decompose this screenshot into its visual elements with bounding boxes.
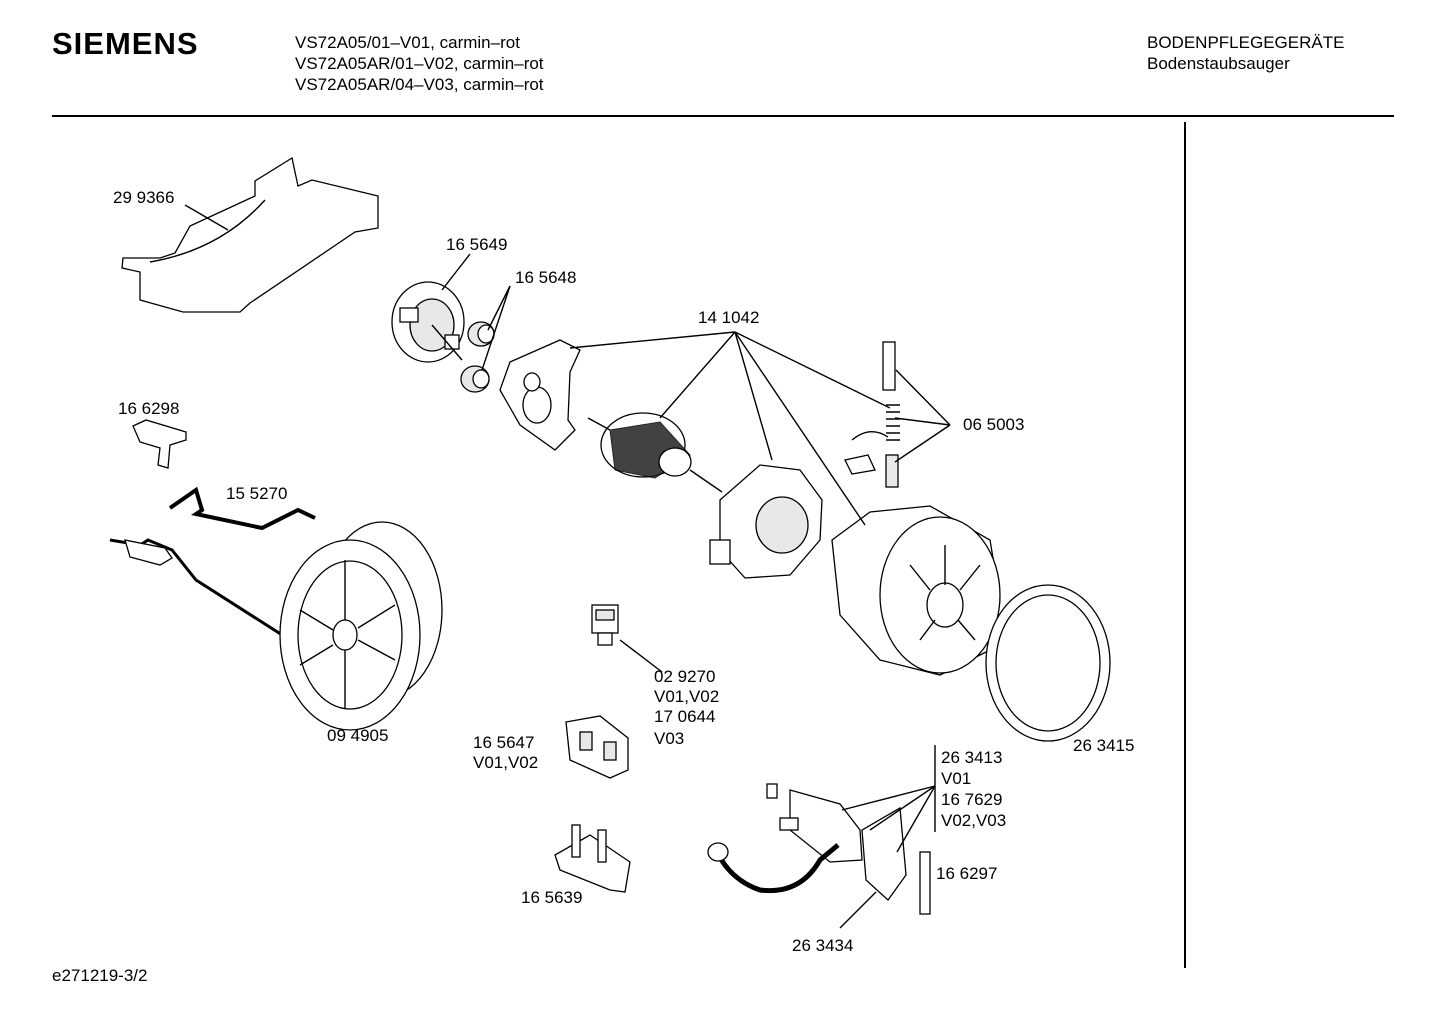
- label-065003: 06 5003: [963, 415, 1024, 434]
- bracket-part: [499, 339, 581, 451]
- holder-part: [554, 824, 631, 893]
- category-subtitle: Bodenstaubsauger: [1147, 54, 1290, 73]
- leader-lines: [184, 204, 951, 929]
- plate-part: [121, 156, 379, 313]
- switch-part: [591, 604, 619, 646]
- wire-spring-part: [168, 486, 316, 531]
- label-v0102-b: V01,V02: [473, 753, 538, 772]
- label-155270: 15 5270: [226, 484, 287, 503]
- label-165647: 16 5647: [473, 733, 534, 752]
- label-166297: 16 6297: [936, 864, 997, 883]
- clamp-part: [132, 419, 187, 469]
- model-line: VS72A05/01–V01, carmin–rot: [295, 33, 520, 52]
- label-167629: 16 7629: [941, 790, 1002, 809]
- bearing-part: [460, 321, 495, 393]
- carbon-brush-part: [844, 341, 900, 488]
- label-165639: 16 5639: [521, 888, 582, 907]
- circuit-board-part: [707, 783, 931, 915]
- label-299366: 29 9366: [113, 188, 174, 207]
- label-141042: 14 1042: [698, 308, 759, 327]
- label-165648: 16 5648: [515, 268, 576, 287]
- brand-logo: SIEMENS: [52, 26, 199, 61]
- motor-housing-part: [831, 505, 1001, 676]
- category-title: BODENPFLEGEGERÄTE: [1147, 33, 1345, 52]
- drawing-id: e271219-3/2: [52, 966, 148, 985]
- label-263415: 26 3415: [1073, 736, 1134, 755]
- label-094905: 09 4905: [327, 726, 388, 745]
- label-v01: V01: [941, 769, 971, 788]
- label-263434: 26 3434: [792, 936, 853, 955]
- label-166298: 16 6298: [118, 399, 179, 418]
- label-263413: 26 3413: [941, 748, 1002, 767]
- label-v0102-a: V01,V02: [654, 687, 719, 706]
- category-block: BODENPFLEGEGERÄTE Bodenstaubsauger: [1147, 32, 1344, 74]
- label-165649: 16 5649: [446, 235, 507, 254]
- label-029270: 02 9270: [654, 667, 715, 686]
- socket-part: [565, 715, 629, 779]
- cord-reel-part: [109, 521, 443, 731]
- seal-ring-part: [985, 584, 1111, 742]
- label-170644: 17 0644: [654, 707, 715, 726]
- header-divider: [52, 115, 1394, 117]
- armature-part: [587, 412, 723, 493]
- label-v0203: V02,V03: [941, 811, 1006, 830]
- label-v03: V03: [654, 729, 684, 748]
- side-divider: [1184, 122, 1186, 968]
- stator-part: [709, 464, 823, 579]
- model-list: VS72A05/01–V01, carmin–rot VS72A05AR/01–…: [295, 32, 544, 95]
- end-shield-part: [391, 281, 465, 363]
- model-line: VS72A05AR/04–V03, carmin–rot: [295, 75, 544, 94]
- model-line: VS72A05AR/01–V02, carmin–rot: [295, 54, 544, 73]
